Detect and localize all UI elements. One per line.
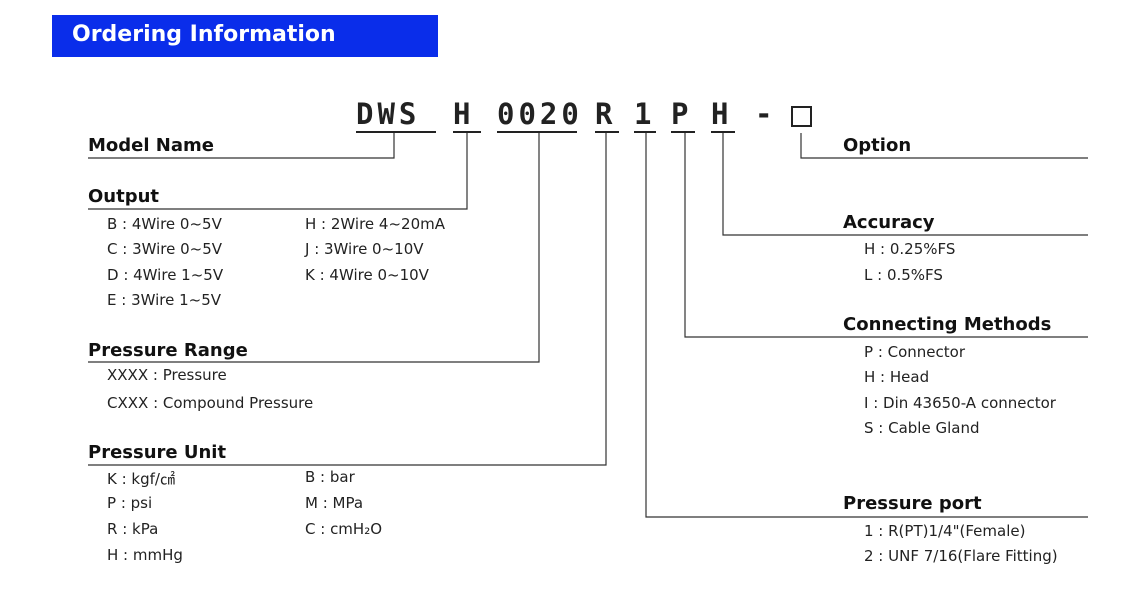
code-underline-accuracy xyxy=(711,131,735,133)
leader-connecting xyxy=(684,133,1088,338)
code-underline-unit xyxy=(595,131,619,133)
code-underline-model xyxy=(356,131,436,133)
code-segment-connecting: P xyxy=(671,97,693,131)
leader-accuracy xyxy=(722,133,1088,236)
pressure-unit-item: B : bar xyxy=(305,468,355,486)
heading-pressure-port: Pressure port xyxy=(843,493,982,514)
heading-option: Option xyxy=(843,135,912,156)
leader-option xyxy=(800,133,1088,159)
heading-pressure-range: Pressure Range xyxy=(88,340,248,361)
pressure-unit-item: R : kPa xyxy=(107,520,159,538)
leader-pressure-range xyxy=(88,133,540,363)
code-underline-range xyxy=(497,131,577,133)
output-item: B : 4Wire 0~5V xyxy=(107,215,222,233)
output-item: H : 2Wire 4~20mA xyxy=(305,215,445,233)
pressure-range-item: CXXX : Compound Pressure xyxy=(107,394,314,412)
pressure-range-item: XXXX : Pressure xyxy=(107,366,227,384)
leader-pressure-port xyxy=(645,133,1088,518)
pressure-unit-item: H : mmHg xyxy=(107,546,183,564)
output-item: J : 3Wire 0~10V xyxy=(305,240,424,258)
heading-model-name: Model Name xyxy=(88,135,214,156)
pressure-port-item: 2 : UNF 7/16(Flare Fitting) xyxy=(864,547,1058,565)
pressure-unit-item: M : MPa xyxy=(305,494,364,512)
banner-title: Ordering Information xyxy=(72,22,336,47)
pressure-unit-item: P : psi xyxy=(107,494,153,512)
output-item: K : 4Wire 0~10V xyxy=(305,266,429,284)
ordering-info-banner: Ordering Information xyxy=(52,15,438,57)
code-segment-output: H xyxy=(453,97,475,131)
heading-pressure-unit: Pressure Unit xyxy=(88,442,227,463)
connecting-item: P : Connector xyxy=(864,343,966,361)
leader-output xyxy=(88,133,468,210)
connecting-item: S : Cable Gland xyxy=(864,419,980,437)
code-separator: - xyxy=(755,97,773,131)
pressure-unit-item: K : kgf/㎠ xyxy=(107,470,175,488)
code-segment-unit: R xyxy=(595,97,617,131)
leader-model-name xyxy=(88,133,395,159)
output-item: E : 3Wire 1~5V xyxy=(107,291,222,309)
leader-pressure-unit xyxy=(88,133,607,466)
code-underline-output xyxy=(453,131,481,133)
code-segment-accuracy: H xyxy=(711,97,733,131)
accuracy-item: L : 0.5%FS xyxy=(864,266,943,284)
output-item: C : 3Wire 0~5V xyxy=(107,240,223,258)
heading-connecting-methods: Connecting Methods xyxy=(843,314,1052,335)
output-item: D : 4Wire 1~5V xyxy=(107,266,224,284)
pressure-unit-item: C : cmH₂O xyxy=(305,520,383,538)
connecting-item: H : Head xyxy=(864,368,930,386)
option-box xyxy=(791,106,812,127)
accuracy-item: H : 0.25%FS xyxy=(864,240,956,258)
pressure-port-item: 1 : R(PT)1/4"(Female) xyxy=(864,522,1026,540)
code-underline-connecting xyxy=(671,131,695,133)
heading-accuracy: Accuracy xyxy=(843,212,935,233)
code-segment-range: 0020 xyxy=(497,97,583,131)
connecting-item: I : Din 43650-A connector xyxy=(864,394,1056,412)
code-segment-port: 1 xyxy=(634,97,656,131)
code-segment-model: DWS xyxy=(356,97,421,131)
heading-output: Output xyxy=(88,186,160,207)
code-underline-port xyxy=(634,131,656,133)
